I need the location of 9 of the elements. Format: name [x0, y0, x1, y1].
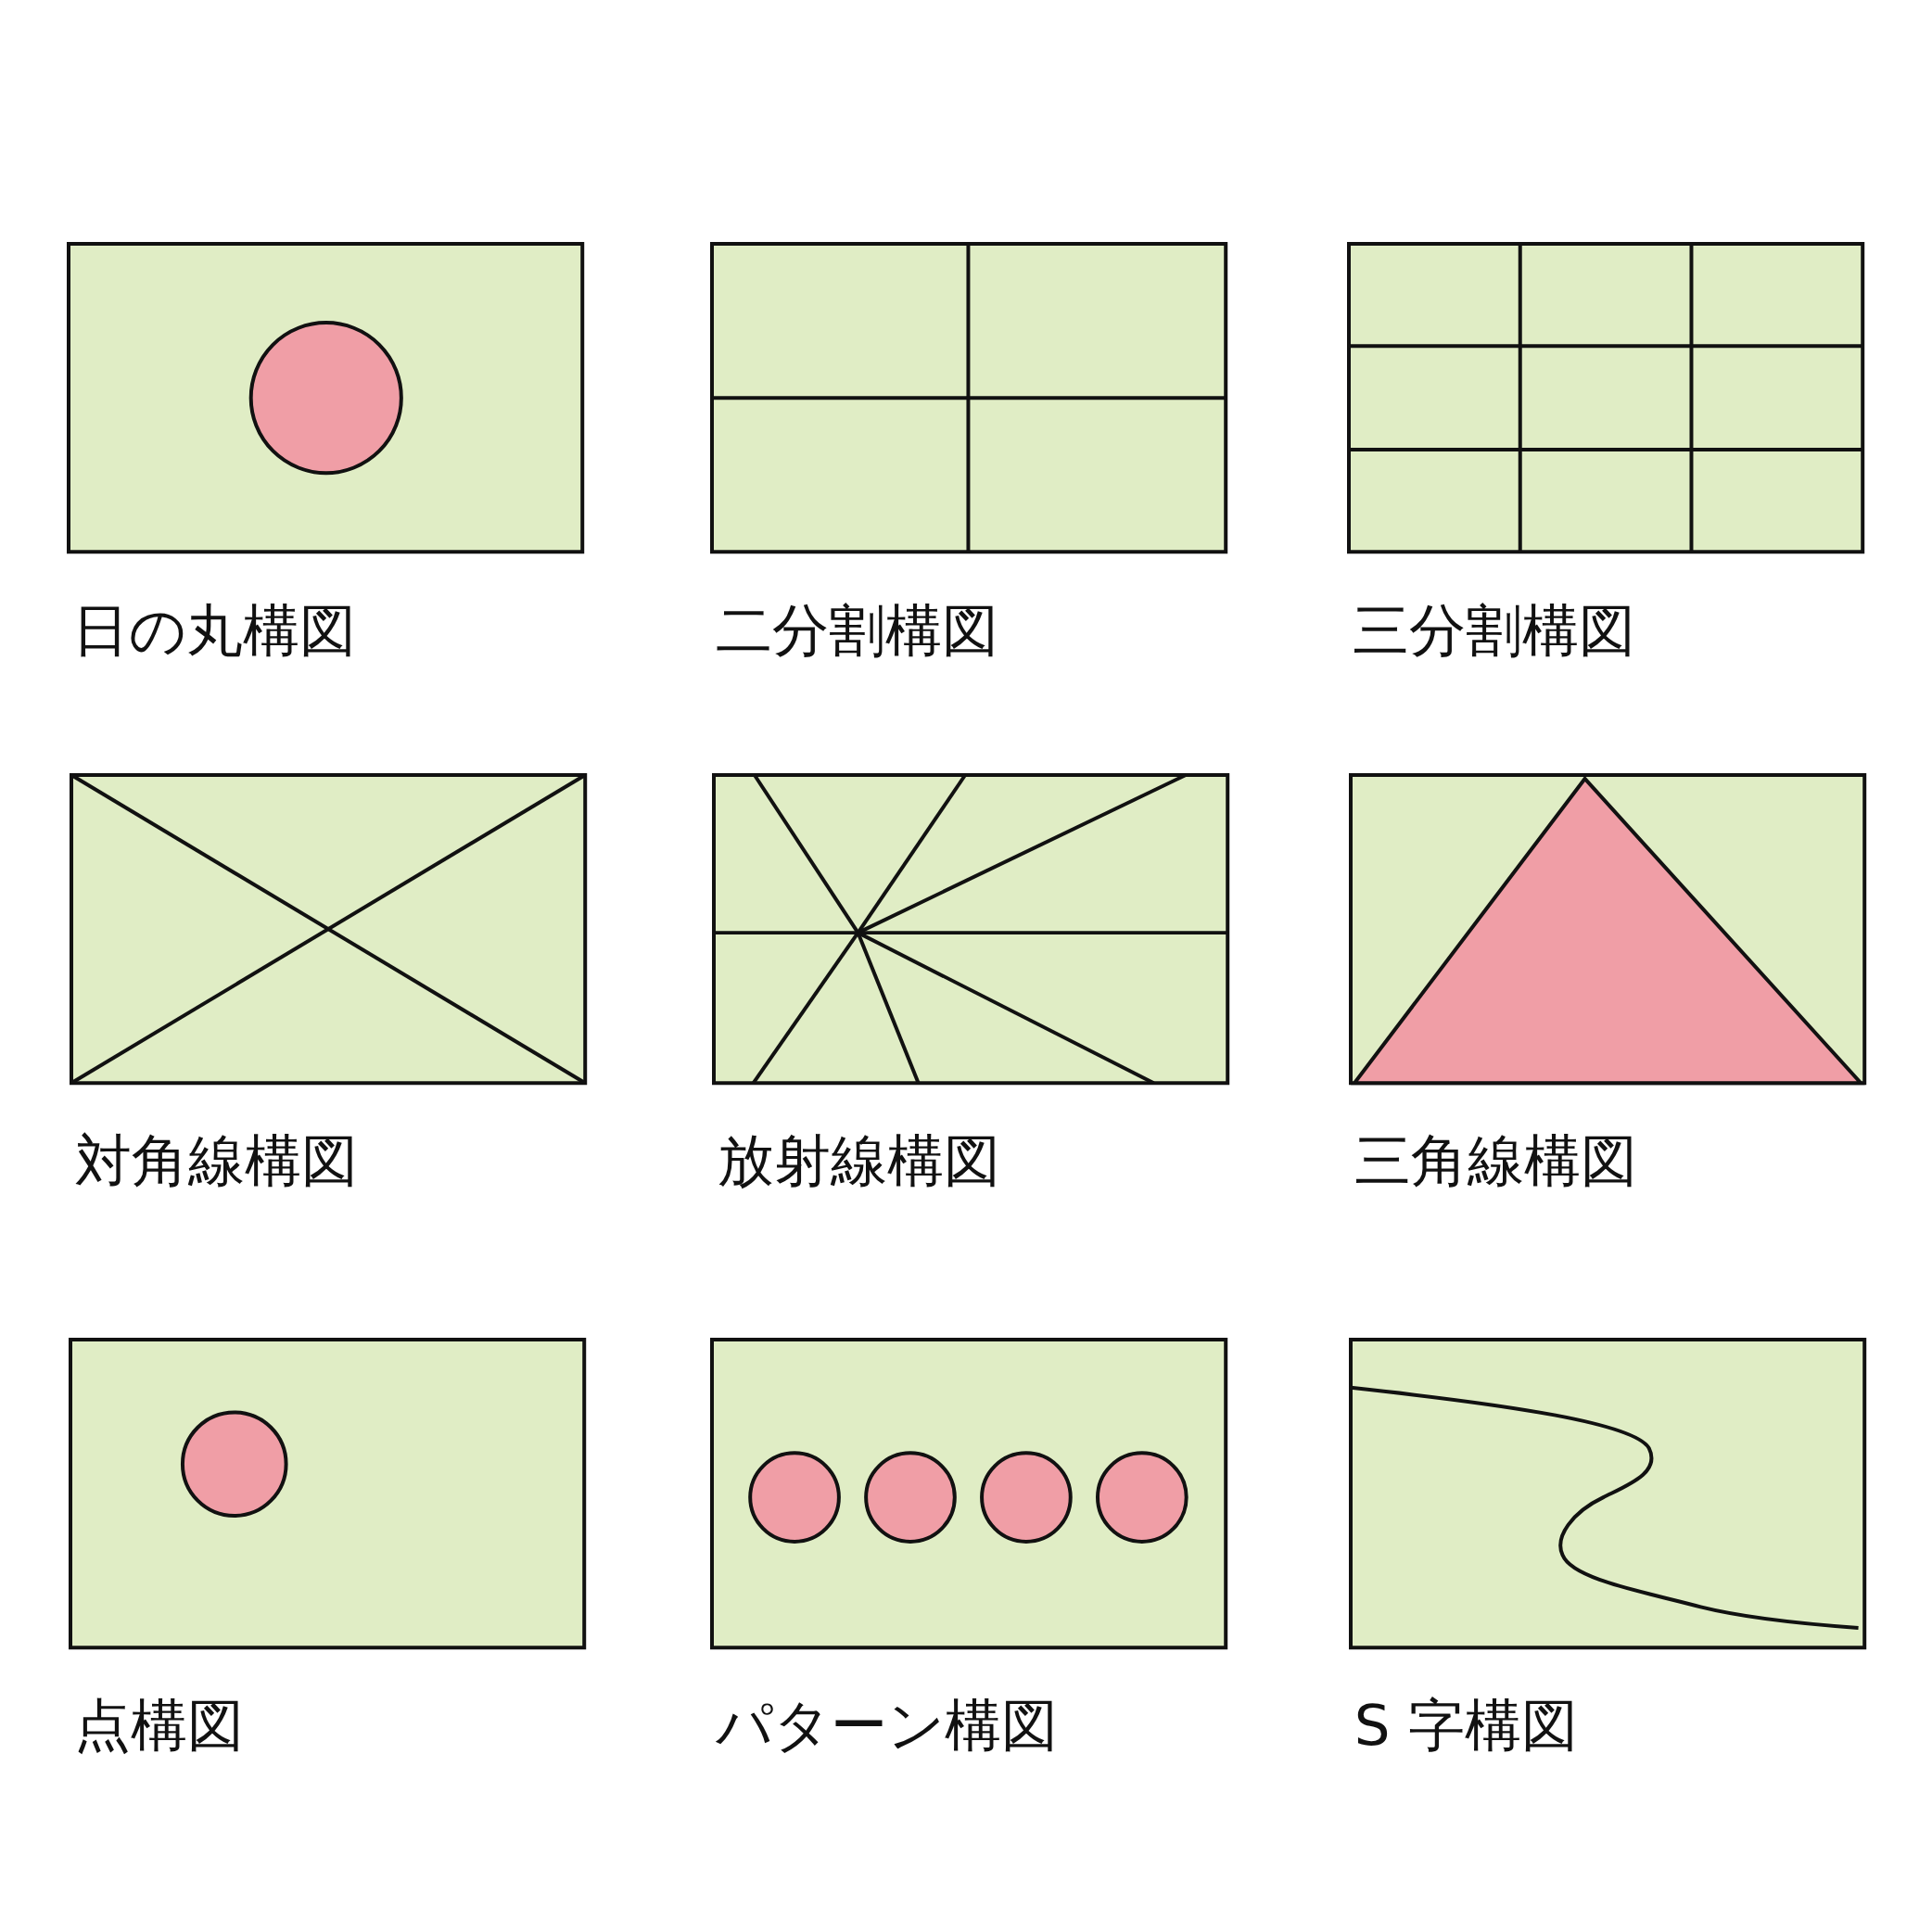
node-label: 三分割構図: [1353, 601, 1636, 658]
node-label: 日の丸構図: [72, 601, 357, 658]
node-label: 対角線構図: [75, 1132, 359, 1189]
node-label: S 字構図: [1354, 1697, 1578, 1754]
node-label: パターン構図: [716, 1697, 1059, 1754]
node-label: 放射線構図: [717, 1132, 1000, 1189]
node-label: 三角線構図: [1354, 1132, 1637, 1189]
node-label: 点構図: [73, 1697, 244, 1754]
node-label: 二分割構図: [716, 601, 999, 658]
